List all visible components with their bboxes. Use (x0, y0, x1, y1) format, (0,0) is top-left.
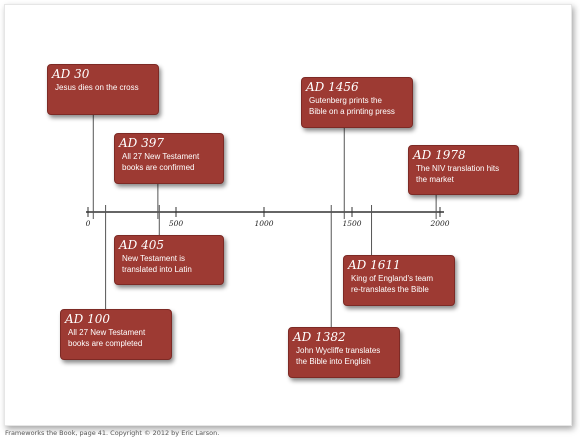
axis-tick-label: 1500 (342, 219, 362, 228)
event-year: AD 1978 (413, 148, 466, 162)
event-description: John Wycliffe translates (296, 346, 381, 355)
axis-tick-label: 0 (85, 219, 91, 228)
event-year: AD 30 (52, 67, 90, 81)
event-year: AD 405 (119, 238, 165, 252)
event-description: All 27 New Testament (122, 152, 200, 161)
event-year: AD 1611 (348, 258, 401, 272)
event-description: New Testament is (122, 254, 185, 263)
axis-tick-label: 500 (168, 219, 184, 228)
event-description: Gutenberg prints the (309, 96, 382, 105)
event-description: books are confirmed (122, 163, 195, 172)
axis-tick-label: 1000 (254, 219, 274, 228)
event-description: All 27 New Testament (68, 328, 146, 337)
event-description: the Bible into English (296, 357, 371, 366)
event-year: AD 397 (119, 136, 165, 150)
event-description: the market (416, 175, 454, 184)
axis-tick-label: 2000 (430, 219, 450, 228)
footer-credit: Frameworks the Book, page 41. Copyright … (5, 429, 220, 437)
event-description: Jesus dies on the cross (55, 83, 139, 92)
event-box: AD 30 Jesus dies on the cross (47, 64, 159, 115)
event-description: Bible on a printing press (309, 107, 395, 116)
event-description: books are completed (68, 339, 143, 348)
event-description: re-translates the Bible (351, 285, 429, 294)
event-year: AD 1382 (293, 330, 346, 344)
event-description: King of England's team (351, 274, 434, 283)
event-year: AD 100 (65, 312, 111, 326)
event-description: The NIV translation hits (416, 164, 500, 173)
event-description: translated into Latin (122, 265, 192, 274)
event-year: AD 1456 (306, 80, 359, 94)
